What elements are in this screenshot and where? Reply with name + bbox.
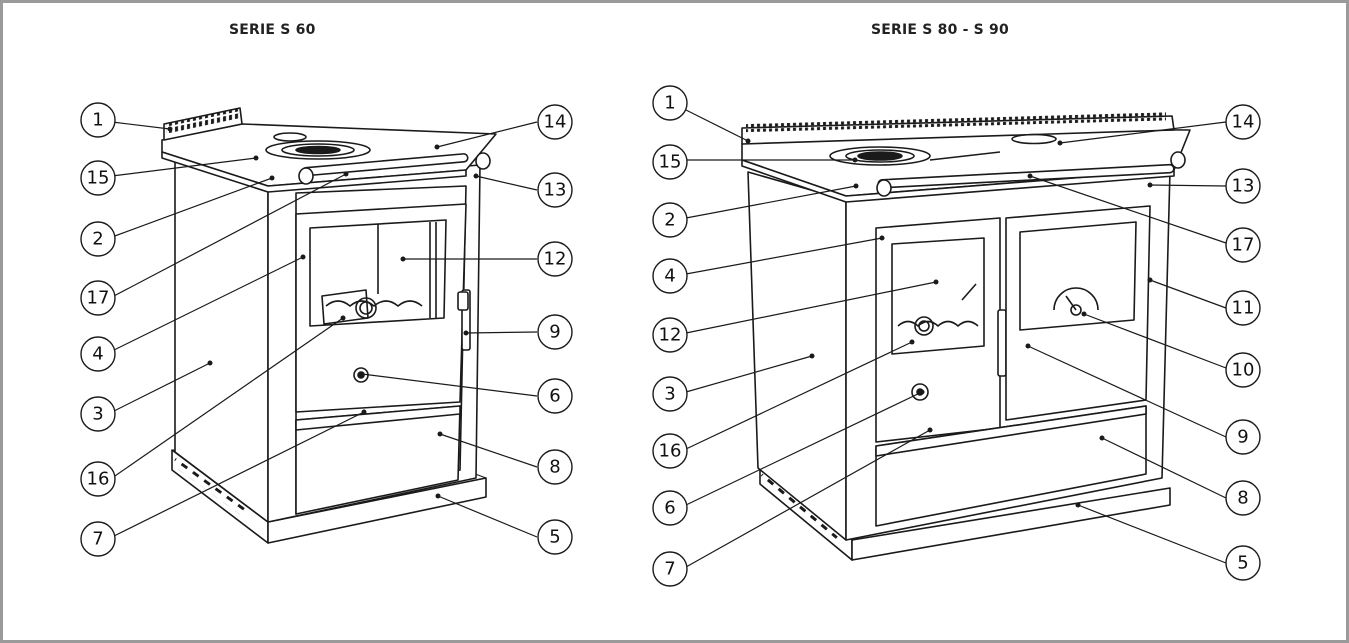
callout-left-2: 2 [92, 229, 103, 250]
callout-left-14: 14 [544, 112, 567, 133]
thermometer [1053, 287, 1099, 311]
callout-right-12: 12 [659, 325, 682, 346]
right-figure-title: SERIE S 80 - S 90 [871, 22, 1009, 38]
hob-ring-outer [265, 140, 371, 160]
callout-right-11: 11 [1232, 298, 1255, 319]
callout-left-17: 17 [87, 288, 110, 309]
stove-s60 [161, 107, 497, 544]
callout-right-9: 9 [1237, 427, 1248, 448]
callout-right-10: 10 [1232, 360, 1255, 381]
callout-right-4: 4 [664, 266, 675, 287]
callout-left-6: 6 [549, 386, 560, 407]
firebox-glass [891, 237, 985, 355]
callout-left-7: 7 [92, 529, 103, 550]
callout-left-8: 8 [549, 457, 560, 478]
callouts-left: 1 15 2 17 4 3 16 7 14 13 12 9 6 8 5 [80, 102, 573, 557]
callout-right-2: 2 [664, 210, 675, 231]
callout-left-5: 5 [549, 527, 560, 548]
callout-right-16: 16 [659, 441, 682, 462]
callout-left-12: 12 [544, 249, 567, 270]
callout-right-1: 1 [664, 93, 675, 114]
callout-left-4: 4 [92, 344, 103, 365]
callout-left-15: 15 [87, 168, 110, 189]
oven-glass [1019, 221, 1137, 331]
callout-right-6: 6 [664, 498, 675, 519]
plinth-front [851, 487, 1171, 561]
callout-right-15: 15 [659, 152, 682, 173]
callout-right-3: 3 [664, 384, 675, 405]
callout-right-5: 5 [1237, 553, 1248, 574]
callout-right-7: 7 [664, 559, 675, 580]
hob-ring-outer [829, 146, 931, 166]
callout-left-3: 3 [92, 404, 103, 425]
left-figure-title: SERIE S 60 [229, 22, 316, 38]
callout-left-9: 9 [549, 322, 560, 343]
callout-right-14: 14 [1232, 112, 1255, 133]
callout-left-1: 1 [92, 110, 103, 131]
callout-right-13: 13 [1232, 176, 1255, 197]
callout-right-8: 8 [1237, 488, 1248, 509]
callout-left-13: 13 [544, 180, 567, 201]
callouts-right: 1 15 2 4 12 3 16 6 7 14 13 17 11 10 9 8 … [652, 85, 1261, 587]
callout-right-17: 17 [1232, 235, 1255, 256]
callout-left-16: 16 [87, 469, 110, 490]
stove-s80-s90 [741, 112, 1191, 561]
